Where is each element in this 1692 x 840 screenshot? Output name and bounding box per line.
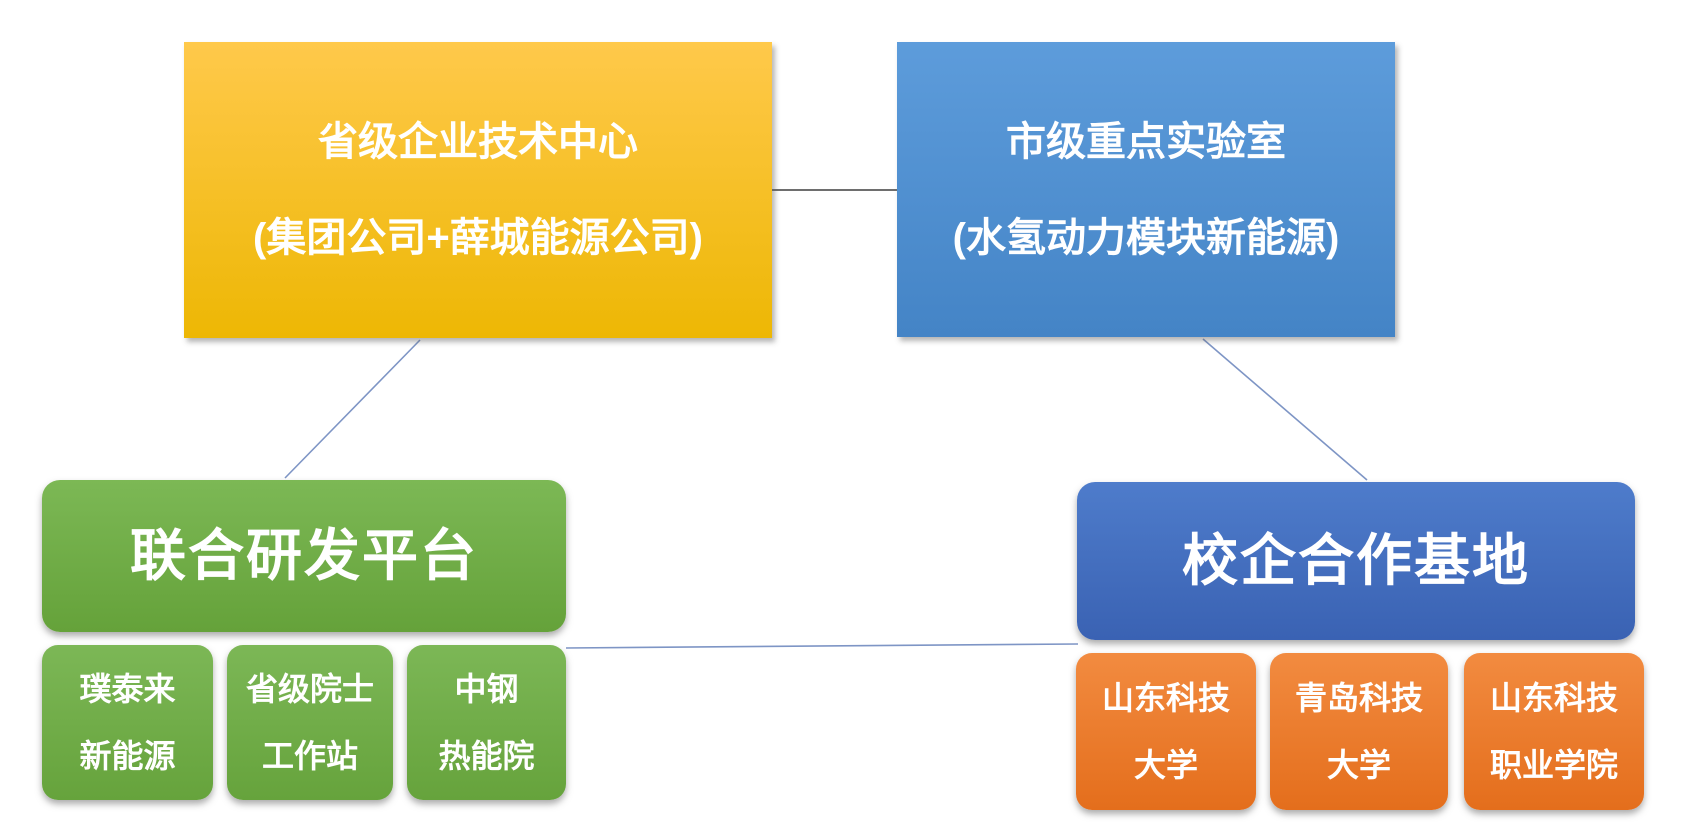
connector-platform-to-base [565,643,1079,649]
joint-rd-platform-label: 联合研发平台 [130,523,478,587]
school-line1: 山东科技 [1489,679,1618,716]
school-enterprise-base-label: 校企合作基地 [1182,528,1530,592]
municipal-key-lab-subtitle: (水氢动力模块新能源) [952,215,1340,260]
rd-partner-line1: 省级院士 [245,670,374,707]
node-municipal-key-lab: 市级重点实验室 (水氢动力模块新能源) [897,42,1395,337]
rd-partner-line2: 工作站 [261,737,358,774]
rd-partner-line1: 璞泰来 [79,670,176,707]
node-joint-rd-platform: 联合研发平台 [42,480,566,632]
node-school-enterprise-base: 校企合作基地 [1077,482,1635,640]
node-school-qingdao-ust: 青岛科技 大学 [1270,653,1448,810]
school-line2: 大学 [1326,746,1391,783]
rd-partner-line2: 热能院 [438,737,535,774]
school-line1: 山东科技 [1101,679,1230,716]
provincial-tech-center-title: 省级企业技术中心 [318,120,638,164]
node-school-shandong-vocational: 山东科技 职业学院 [1464,653,1644,810]
school-line2: 职业学院 [1489,746,1618,783]
node-rd-partner-academician-workstation: 省级院士 工作站 [227,645,393,800]
rd-partner-line1: 中钢 [454,670,519,707]
node-provincial-tech-center: 省级企业技术中心 (集团公司+薛城能源公司) [184,42,772,338]
municipal-key-lab-title: 市级重点实验室 [1006,119,1286,164]
school-line2: 大学 [1133,746,1198,783]
connector-center-to-platform [284,339,421,479]
node-school-shandong-ust: 山东科技 大学 [1076,653,1256,810]
provincial-tech-center-subtitle: (集团公司+薛城能源公司) [253,216,703,260]
school-line1: 青岛科技 [1294,679,1423,716]
node-rd-partner-putailai: 璞泰来 新能源 [42,645,213,800]
connector-lab-to-base [1202,338,1368,481]
rd-partner-line2: 新能源 [79,737,176,774]
node-rd-partner-sinosteel: 中钢 热能院 [407,645,566,800]
